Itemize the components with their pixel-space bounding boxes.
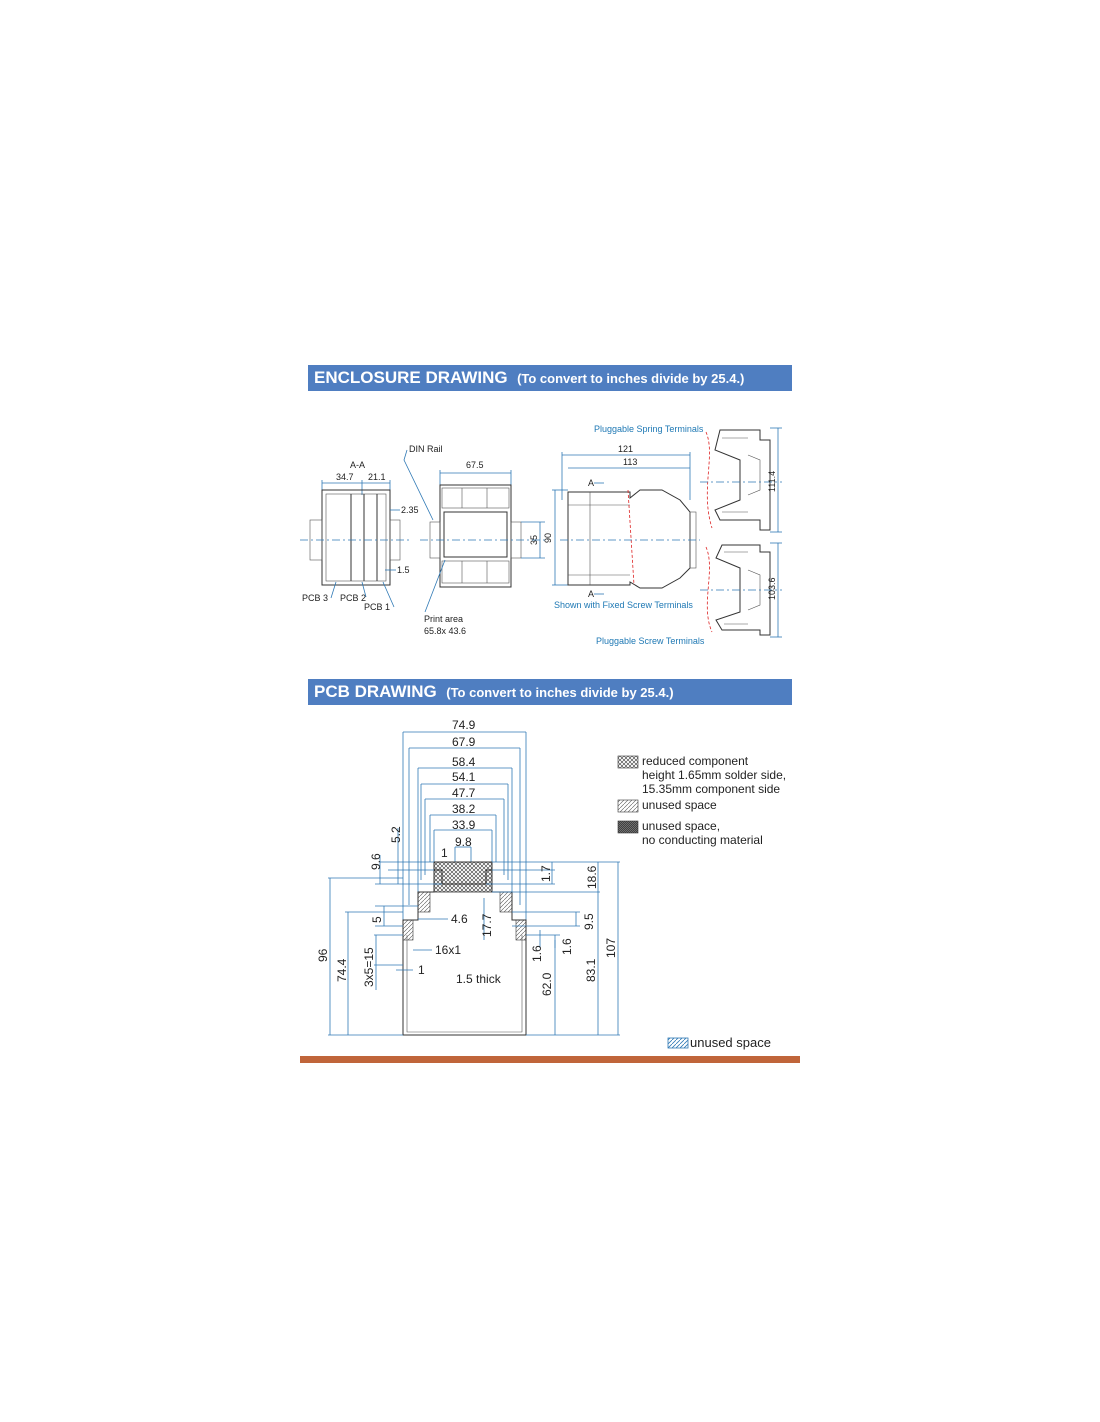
pcb-dim-1-6-a: 1.6 [530, 945, 544, 962]
pcb-note: (To convert to inches divide by 25.4.) [446, 685, 674, 700]
side-height: 90 [543, 533, 553, 543]
pcb-title-banner: PCB DRAWING (To convert to inches divide… [308, 679, 792, 705]
pcb-dim-17-7: 17.7 [480, 913, 494, 937]
section-dim-bottom: 1.5 [397, 565, 410, 575]
pcb-width-38-2: 38.2 [452, 802, 476, 816]
section-label: A-A [350, 460, 365, 470]
pcb-dim-62-0: 62.0 [540, 972, 554, 996]
pcb-dim-96: 96 [316, 948, 330, 962]
front-width: 67.5 [466, 460, 484, 470]
pcb-dim-5: 5 [370, 916, 384, 923]
pcb-title: PCB DRAWING [314, 682, 437, 701]
bottom-rule [300, 1056, 800, 1063]
section-view-a-a: A-A 34.7 21.1 2.35 1.5 PCB 3 PCB 2 PCB 1 [300, 460, 419, 612]
bottom-legend-text: unused space [690, 1035, 771, 1050]
pcb-dim-1: 1 [418, 963, 425, 977]
legend-reduced-line1: reduced component [642, 754, 749, 768]
rail-height: 35 [529, 535, 539, 545]
pcb-dim-1-6-b: 1.6 [560, 938, 574, 955]
pcb-dim-107: 107 [604, 938, 618, 958]
pcb2-label: PCB 2 [340, 593, 366, 603]
pcb-width-33-9: 33.9 [452, 818, 476, 832]
din-rail-label: DIN Rail [409, 444, 443, 454]
section-width-right: 21.1 [368, 472, 386, 482]
terminal-row-bottom [441, 560, 510, 584]
screw-height: 103.6 [767, 577, 777, 600]
spring-height: 111.4 [767, 471, 777, 492]
pcb-dim-16x1: 16x1 [435, 943, 461, 957]
pcb-dim-18-6: 18.6 [585, 865, 599, 889]
pcb-dim-74-4: 74.4 [335, 958, 349, 982]
spring-terminals-label: Pluggable Spring Terminals [594, 424, 704, 434]
screw-terminals-label: Pluggable Screw Terminals [596, 636, 705, 646]
section-marker-top: A [588, 478, 594, 488]
pcb-board [402, 861, 527, 1036]
legend-unused-noconduct-line1: unused space, [642, 819, 720, 833]
legend-reduced-line2: height 1.65mm solder side, [642, 768, 786, 782]
legend-unused: unused space [642, 798, 717, 812]
legend-dense-swatch [617, 820, 639, 834]
pcb-left-dims: 5.2 9.6 5 4.6 16x1 96 74.4 3x5=15 1 [316, 826, 468, 1036]
pcb-legend: reduced component height 1.65mm solder s… [617, 754, 786, 1050]
pcb-dim-3x5-15: 3x5=15 [362, 947, 376, 987]
enclosure-title-banner: ENCLOSURE DRAWING (To convert to inches … [308, 365, 792, 391]
length-total: 121 [618, 444, 633, 454]
pcb-width-54-1: 54.1 [452, 770, 476, 784]
print-area-size: 65.8x 43.6 [424, 626, 466, 636]
side-view: Pluggable Spring Terminals 121 113 A 90 … [543, 424, 782, 646]
pcb-small-dim: 1 [441, 846, 448, 860]
legend-crosshatch-swatch [617, 755, 639, 769]
pcb-width-74-9: 74.9 [452, 718, 476, 732]
pcb3-label: PCB 3 [302, 593, 328, 603]
pcb1-label: PCB 1 [364, 602, 390, 612]
pcb-width-dims: 74.9 67.9 58.4 54.1 47.7 38.2 33.9 9.8 [402, 718, 527, 920]
fixed-terminals-label: Shown with Fixed Screw Terminals [554, 600, 693, 610]
pcb-dim-83-1: 83.1 [584, 958, 598, 982]
pcb-dim-4-6: 4.6 [451, 912, 468, 926]
pcb-width-67-9: 67.9 [452, 735, 476, 749]
legend-reduced-line3: 15.35mm component side [642, 782, 780, 796]
legend-unused-noconduct-line2: no conducting material [642, 833, 763, 847]
pcb-right-dims: 1.7 18.6 17.7 9.5 1.6 1.6 62.0 83.1 107 [480, 861, 620, 1036]
front-view: DIN Rail 67.5 35 Print area 65.8x 43.6 [403, 444, 545, 636]
enclosure-note: (To convert to inches divide by 25.4.) [517, 371, 745, 386]
pcb-width-47-7: 47.7 [452, 786, 476, 800]
legend-hatch-swatch [617, 799, 639, 813]
bottom-legend-swatch [667, 1037, 689, 1049]
length-body: 113 [623, 457, 637, 467]
pcb-dim-9-5: 9.5 [582, 913, 596, 930]
pcb-drawing: 74.9 67.9 58.4 54.1 47.7 38.2 33.9 9.8 1… [316, 718, 786, 1050]
section-dim-top: 2.35 [401, 505, 419, 515]
print-area-label: Print area [424, 614, 463, 624]
pcb-width-58-4: 58.4 [452, 755, 476, 769]
enclosure-title: ENCLOSURE DRAWING [314, 368, 508, 387]
pcb-thickness: 1.5 thick [456, 972, 502, 986]
pcb-dim-1-7: 1.7 [539, 865, 553, 882]
pcb-dim-9-6: 9.6 [369, 853, 383, 870]
terminal-row-top [441, 487, 510, 509]
pcb-width-9-8: 9.8 [455, 835, 472, 849]
section-width-left: 34.7 [336, 472, 354, 482]
section-marker-bottom: A [588, 589, 594, 599]
pcb-dim-5-2: 5.2 [389, 826, 403, 843]
